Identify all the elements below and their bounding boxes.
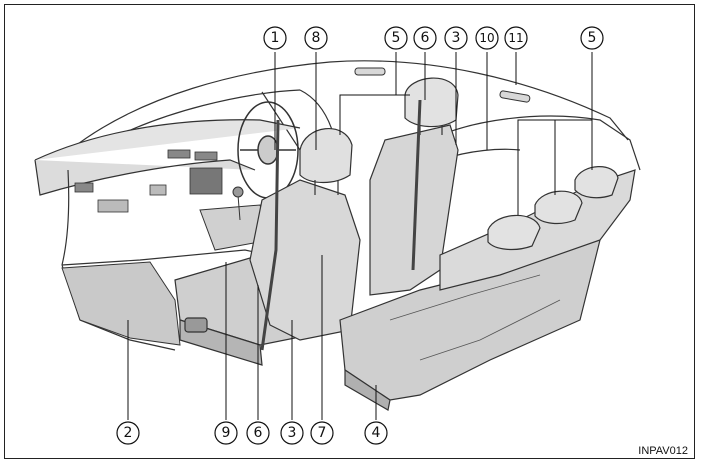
callout-2: 2: [116, 421, 140, 445]
svg-text:5: 5: [392, 30, 401, 46]
steering-wheel: [237, 101, 299, 199]
callout-10: 10: [475, 26, 499, 50]
svg-text:3: 3: [452, 30, 461, 46]
svg-text:11: 11: [508, 31, 523, 45]
callout-9: 9: [214, 421, 238, 445]
svg-text:6: 6: [421, 30, 430, 46]
callout-5-top-left: 5: [384, 26, 408, 50]
rear-seat-seams: [389, 274, 561, 361]
svg-text:4: 4: [372, 425, 381, 441]
svg-text:6: 6: [254, 425, 263, 441]
callout-8: 8: [304, 26, 328, 50]
svg-text:8: 8: [312, 30, 321, 46]
callout-7: 7: [310, 421, 334, 445]
passenger-seat-belt: [411, 99, 422, 271]
floor-area: [61, 261, 181, 346]
callout-3-bottom: 3: [280, 421, 304, 445]
svg-text:9: 9: [222, 425, 231, 441]
callout-1: 1: [263, 26, 287, 50]
callout-3-top: 3: [444, 26, 468, 50]
driver-seat-belt: [260, 119, 280, 351]
callout-11: 11: [504, 26, 528, 50]
svg-text:1: 1: [271, 30, 280, 46]
callout-6-bottom: 6: [246, 421, 270, 445]
callout-6-top: 6: [413, 26, 437, 50]
figure-code: INPAV012: [638, 445, 688, 457]
callout-4: 4: [364, 421, 388, 445]
svg-text:7: 7: [318, 425, 327, 441]
leader-lines: [127, 52, 593, 420]
rear-seat: [339, 166, 636, 411]
dashboard-details: [74, 149, 223, 213]
svg-text:3: 3: [288, 425, 297, 441]
callout-5-top-right: 5: [580, 26, 604, 50]
svg-text:2: 2: [124, 425, 133, 441]
svg-text:5: 5: [588, 30, 597, 46]
grab-handles: [354, 67, 531, 103]
svg-text:10: 10: [479, 31, 494, 45]
